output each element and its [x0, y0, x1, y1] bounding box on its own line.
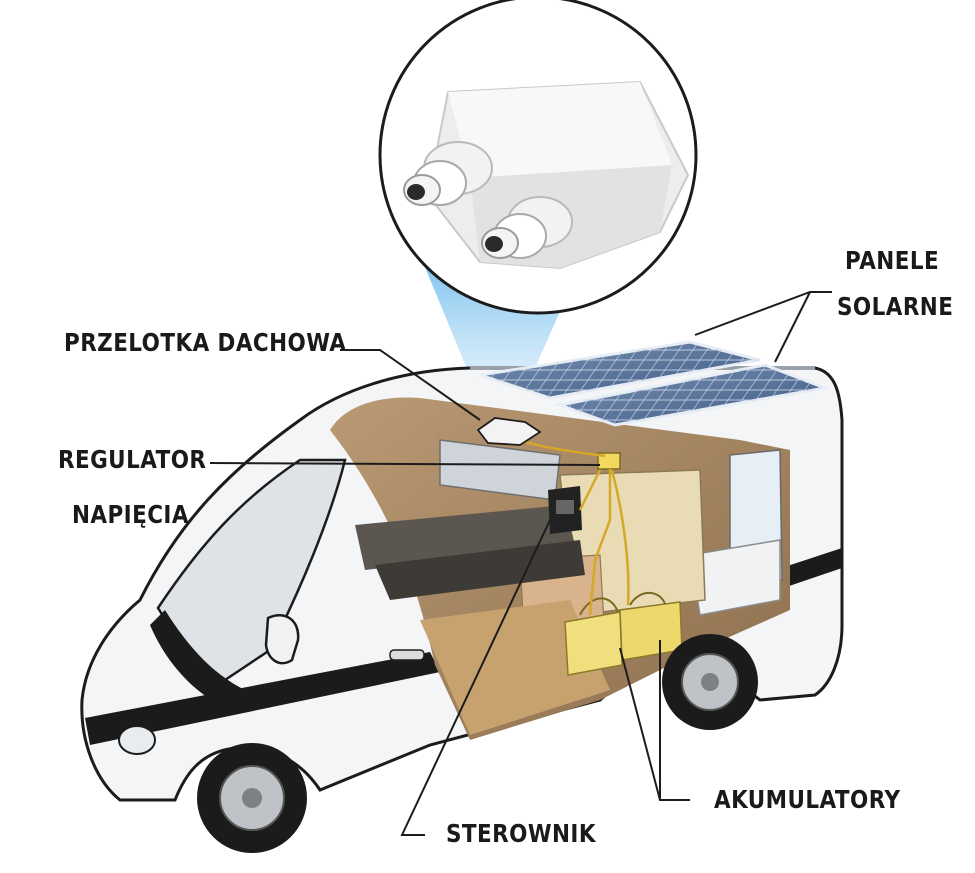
controller-illustration [548, 486, 582, 534]
door-handle [390, 650, 424, 660]
label-solar-line2: SOLARNE [837, 294, 953, 319]
label-controller: STEROWNIK [446, 821, 596, 846]
label-batteries: AKUMULATORY [714, 787, 901, 812]
rear-wheel [662, 634, 758, 730]
label-solar-line1: PANELE [845, 248, 939, 273]
label-roof-gland: PRZELOTKA DACHOWA [64, 330, 346, 355]
zoom-circle [380, 0, 696, 313]
side-mirror [266, 615, 298, 663]
label-regulator-line1: REGULATOR [58, 447, 206, 472]
front-wheel [197, 743, 307, 853]
label-regulator-line2: NAPIĘCIA [72, 502, 189, 527]
headlight [119, 726, 155, 754]
